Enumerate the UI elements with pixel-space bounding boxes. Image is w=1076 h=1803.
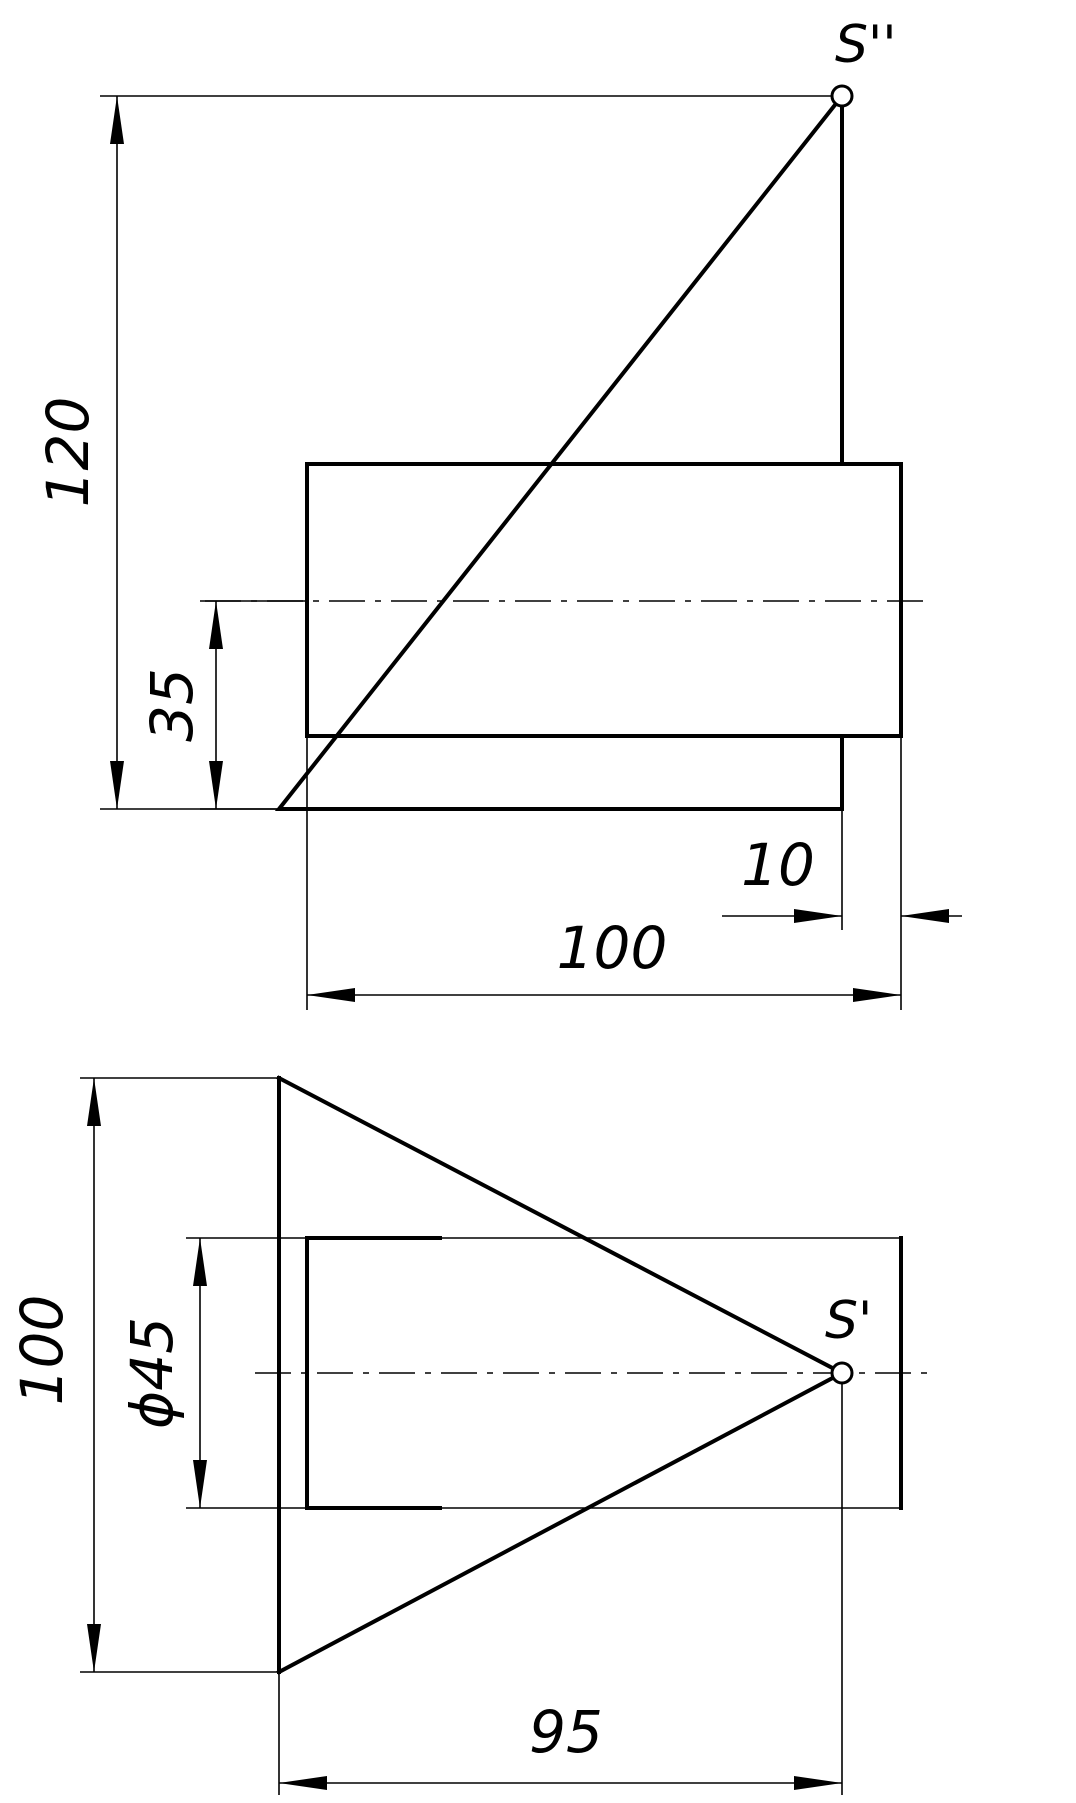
- dim-35-arrow-top: [209, 601, 223, 649]
- dim-45-arrow-top: [193, 1238, 207, 1286]
- front-view: S'' 120 35 10 100: [34, 15, 962, 1010]
- dim-100-front-arrow-right: [853, 988, 901, 1002]
- dim-120-arrow-bottom: [110, 761, 124, 809]
- dim-100-top-arrow-bottom: [87, 1624, 101, 1672]
- dim-35-text: 35: [138, 668, 206, 742]
- dim-120-text: 120: [34, 397, 102, 508]
- top-cone-lower-generator: [276, 1370, 845, 1675]
- dim-10-arrow-right: [901, 909, 949, 923]
- front-cone-outline: [274, 93, 845, 811]
- dim-100-front-text: 100: [557, 914, 668, 982]
- dim-100-top-arrow-top: [87, 1078, 101, 1126]
- top-apex-point: [830, 1361, 854, 1385]
- dim-35-arrow-bottom: [209, 761, 223, 809]
- top-view: S' 100 ϕ45 95: [8, 1075, 930, 1795]
- top-cone-upper-generator: [276, 1075, 845, 1376]
- dim-45-arrow-bottom: [193, 1460, 207, 1508]
- dim-100-top-text: 100: [8, 1295, 76, 1406]
- front-cylinder-outline: [305, 462, 903, 738]
- dim-10-arrow-left: [794, 909, 842, 923]
- dim-95-arrow-right: [794, 1776, 842, 1790]
- top-apex-label: S': [825, 1291, 872, 1351]
- front-apex-point: [830, 84, 854, 108]
- front-apex-label: S'': [835, 15, 897, 75]
- dim-120-arrow-top: [110, 96, 124, 144]
- dim-100-front-arrow-left: [307, 988, 355, 1002]
- dim-10-text: 10: [741, 831, 815, 899]
- dim-45-text: ϕ45: [118, 1317, 186, 1429]
- dim-95-text: 95: [529, 1698, 603, 1766]
- dim-95-arrow-left: [279, 1776, 327, 1790]
